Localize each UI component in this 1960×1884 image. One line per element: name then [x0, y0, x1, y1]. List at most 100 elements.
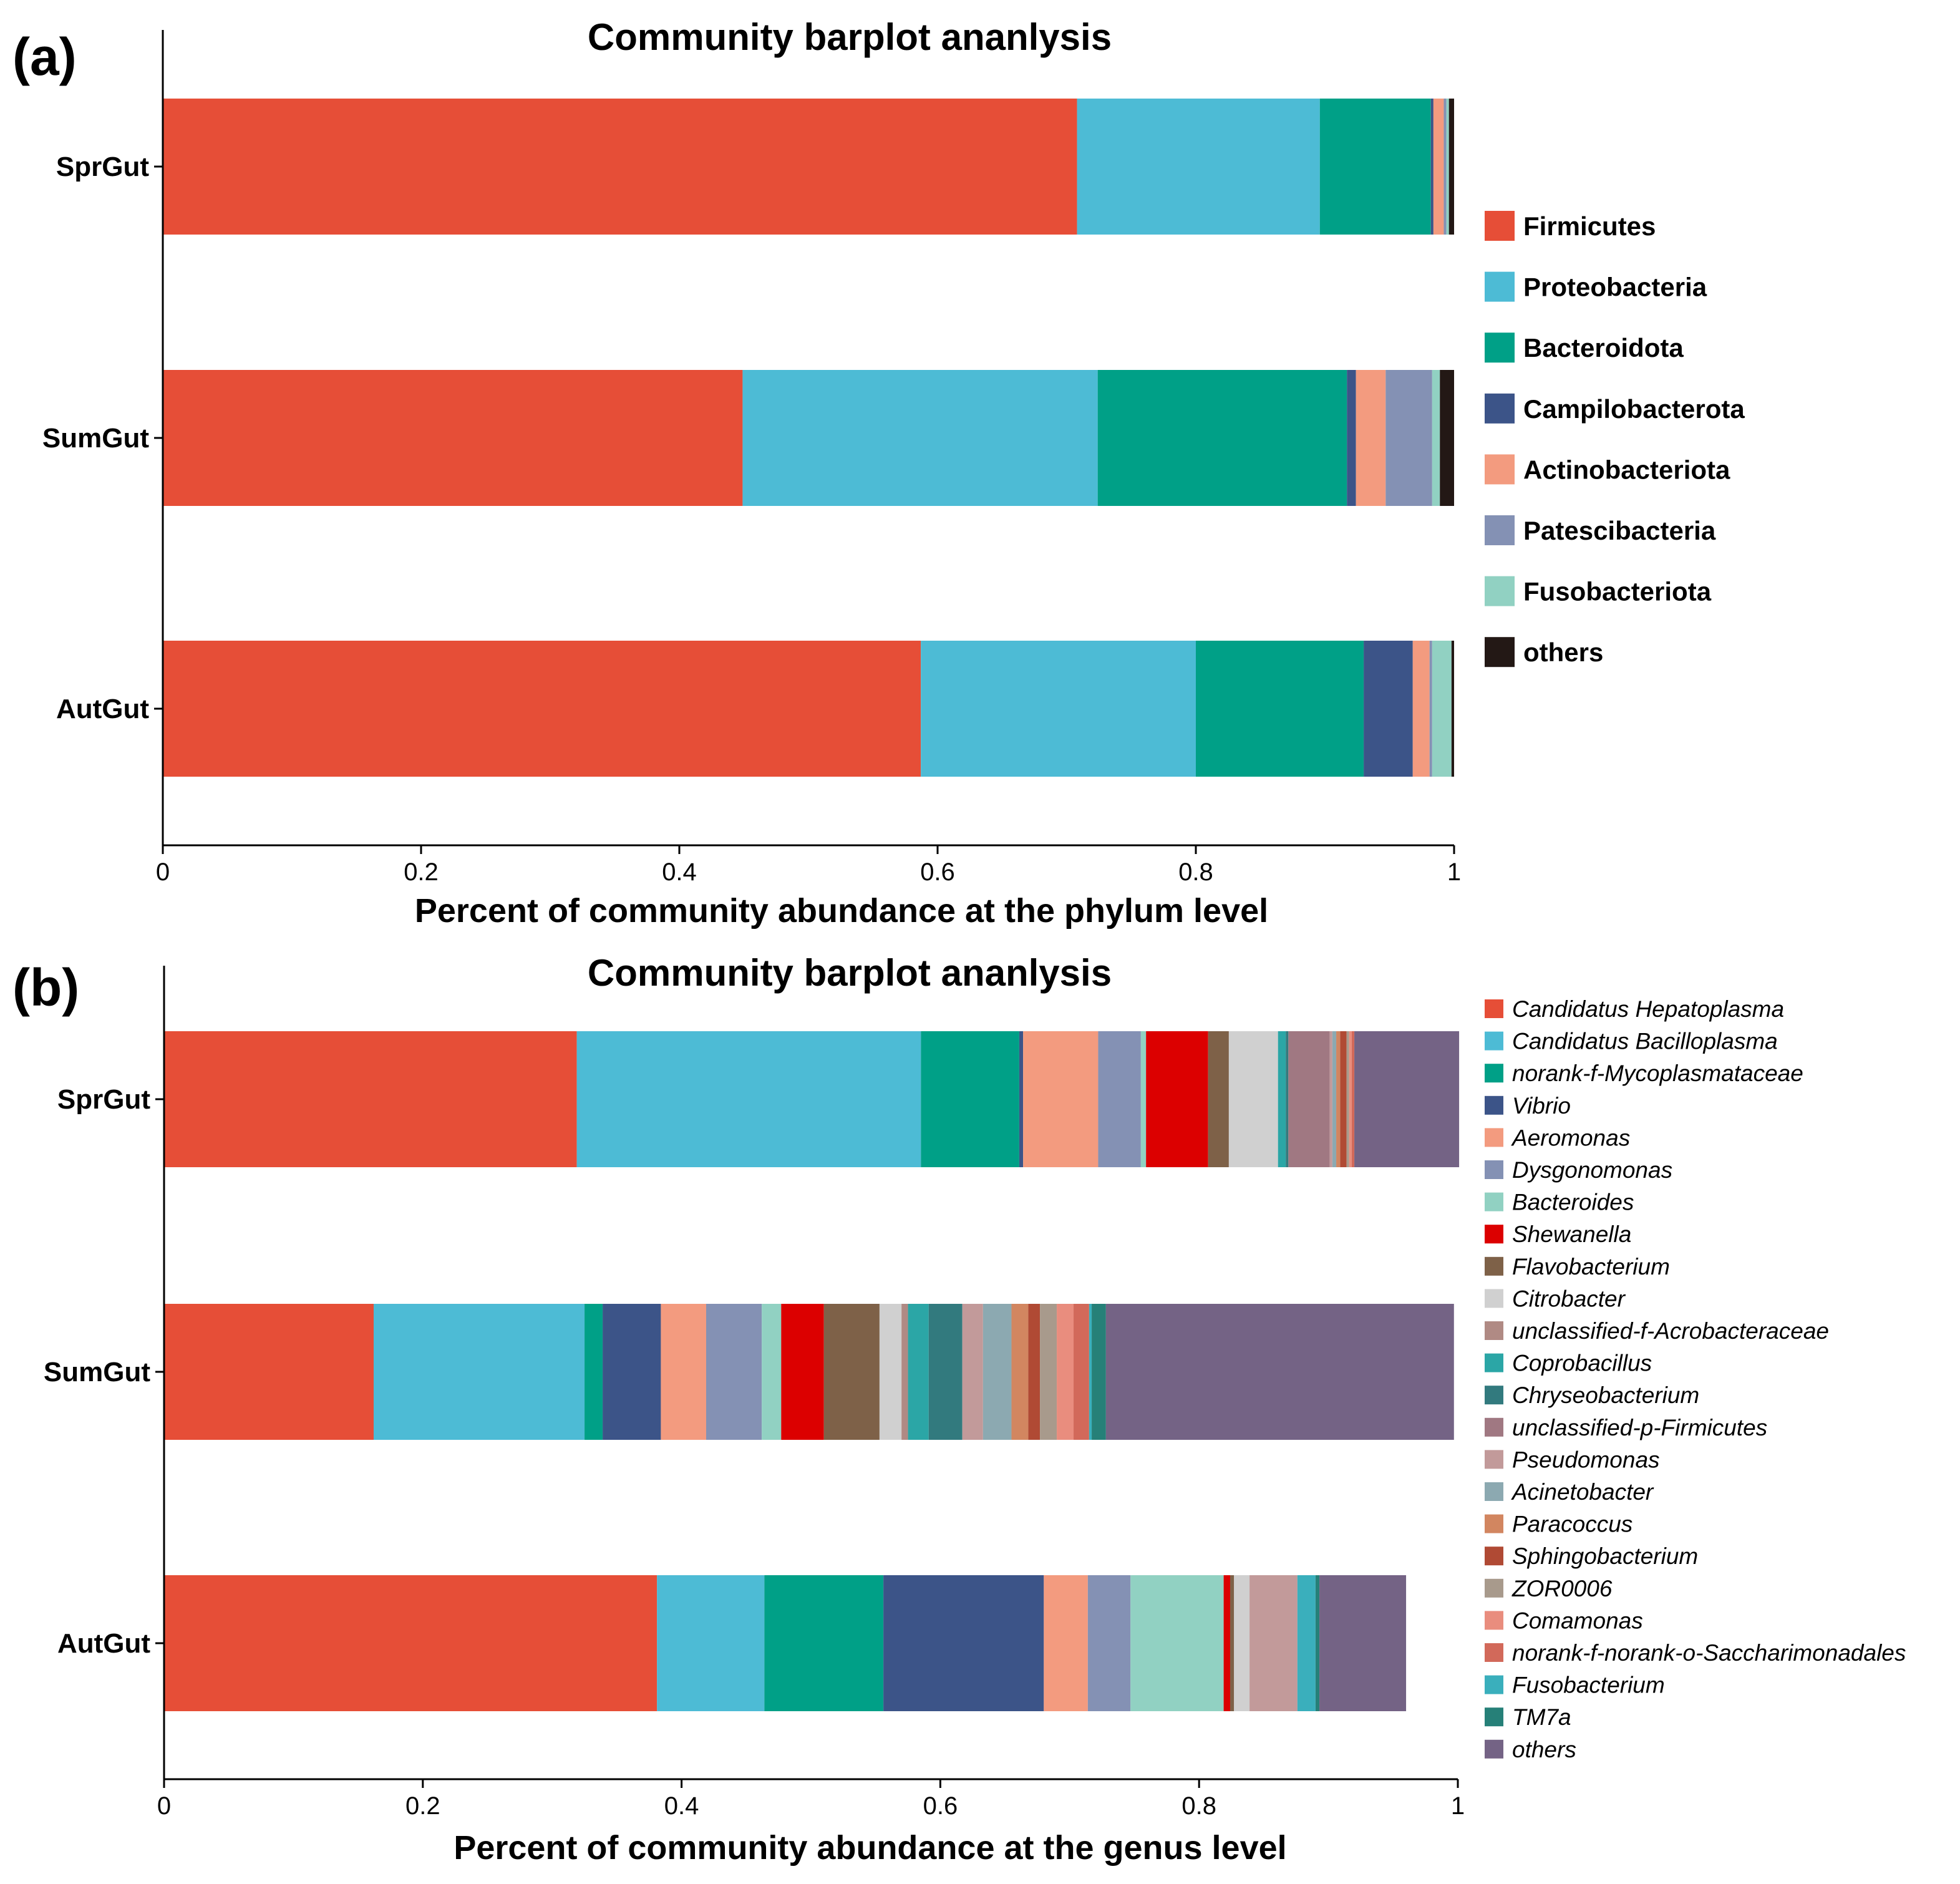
- panel-a-bar-autgut-actinobacteriota: [1412, 641, 1430, 777]
- panel-b-legend-label-unclassified-p-firmicutes: unclassified-p-Firmicutes: [1512, 1415, 1767, 1440]
- panel-b-legend-label-tm7a: TM7a: [1512, 1704, 1571, 1730]
- panel-b-bar-sprgut-candidatus-hepatoplasma: [164, 1031, 577, 1167]
- panel-a-legend-label-firmicutes: Firmicutes: [1523, 211, 1656, 241]
- panel-b-legend-swatch-norank-f-mycoplasmataceae: [1485, 1064, 1503, 1083]
- panel-b-legend-label-dysgonomonas: Dysgonomonas: [1512, 1157, 1672, 1183]
- panel-b-bar-autgut-others: [1319, 1575, 1407, 1711]
- panel-a-legend-swatch-actinobacteriota: [1485, 454, 1515, 485]
- panel-b-bar-sumgut-dysgonomonas: [706, 1304, 762, 1440]
- panel-b-legend-swatch-unclassified-p-firmicutes: [1485, 1417, 1503, 1437]
- panel-a-legend-label-fusobacteriota: Fusobacteriota: [1523, 577, 1712, 606]
- panel-a-bar-autgut-bacteroidota: [1196, 641, 1364, 777]
- panel-a-bar-autgut-proteobacteria: [921, 641, 1196, 777]
- panel-a-bar-sprgut-patescibacteria: [1443, 99, 1447, 235]
- panel-b-bar-autgut-norank-f-mycoplasmataceae: [764, 1575, 884, 1711]
- panel-a-title: Community barplot ananlysis: [588, 16, 1112, 58]
- panel-b-legend-swatch-others: [1485, 1739, 1503, 1759]
- panel-a-legend-label-bacteroidota: Bacteroidota: [1523, 333, 1684, 362]
- panel-a-legend-swatch-patescibacteria: [1485, 515, 1515, 545]
- panel-b-bar-sumgut-unclassified-f-acrobacteraceae: [901, 1304, 908, 1440]
- panel-a-category-label-sumgut: SumGut: [42, 423, 149, 454]
- panel-b-bar-sumgut-tm7a: [1092, 1304, 1106, 1440]
- panel-b-legend-label-comamonas: Comamonas: [1512, 1608, 1643, 1633]
- panel-a-bar-sprgut-actinobacteriota: [1433, 99, 1444, 235]
- panel-b-legend-swatch-citrobacter: [1485, 1289, 1503, 1308]
- panel-b-bars: [164, 1031, 1460, 1711]
- panel-b-bar-sumgut-citrobacter: [879, 1304, 902, 1440]
- panel-b-bar-sumgut-coprobacillus: [908, 1304, 929, 1440]
- panel-b-legend-swatch-paracoccus: [1485, 1514, 1503, 1533]
- panel-b-bar-autgut-candidatus-bacilloplasma: [657, 1575, 765, 1711]
- panel-a-bar-sprgut-firmicutes: [163, 99, 1077, 235]
- panel-a-x-tick-label: 1: [1447, 858, 1461, 886]
- panel-b-bar-sprgut-bacteroides: [1140, 1031, 1147, 1167]
- panel-a-bar-sprgut-campilobacterota: [1430, 99, 1434, 235]
- panel-b-legend-swatch-acinetobacter: [1485, 1482, 1503, 1501]
- panel-b-legend-swatch-unclassified-f-acrobacteraceae: [1485, 1321, 1503, 1340]
- panel-b-legend-label-bacteroides: Bacteroides: [1512, 1190, 1634, 1215]
- panel-a-bar-sumgut-patescibacteria: [1385, 370, 1432, 506]
- panel-a-legend-swatch-bacteroidota: [1485, 333, 1515, 363]
- panel-a-bar-sumgut-others: [1440, 370, 1454, 506]
- panel-b-bar-autgut-pseudomonas: [1249, 1575, 1298, 1711]
- panel-a-bar-sumgut-bacteroidota: [1097, 370, 1347, 506]
- panel-b-bar-sumgut-pseudomonas: [962, 1304, 983, 1440]
- panel-b-x-axis-label: Percent of community abundance at the ge…: [454, 1829, 1286, 1867]
- panel-b-x-tick-label: 0.8: [1181, 1792, 1216, 1820]
- panel-b-bar-sprgut-unclassified-p-firmicutes: [1288, 1031, 1330, 1167]
- panel-b-chart: Community barplot ananlysis SprGutSumGut…: [44, 952, 1906, 1867]
- panel-b-bar-sprgut-sphingobacterium: [1340, 1031, 1347, 1167]
- panel-b-legend-swatch-flavobacterium: [1485, 1256, 1503, 1276]
- panel-b-bar-sprgut-citrobacter: [1228, 1031, 1278, 1167]
- panel-b-legend-swatch-dysgonomonas: [1485, 1160, 1503, 1179]
- panel-b-bar-sprgut-acinetobacter: [1332, 1031, 1337, 1167]
- panel-b-bar-sumgut-candidatus-bacilloplasma: [373, 1304, 585, 1440]
- panel-b-legend-label-norank-f-norank-o-saccharimonadales: norank-f-norank-o-Saccharimonadales: [1512, 1640, 1906, 1666]
- panel-b-bar-autgut-bacteroides: [1130, 1575, 1224, 1711]
- panel-b-bar-sprgut-shewanella: [1146, 1031, 1208, 1167]
- panel-b-legend-label-citrobacter: Citrobacter: [1512, 1286, 1626, 1311]
- panel-b-x-tick-label: 0.2: [405, 1792, 440, 1820]
- panel-b-x-tick-label: 1: [1451, 1792, 1465, 1820]
- panel-b-bar-sumgut-acinetobacter: [982, 1304, 1012, 1440]
- panel-b-legend-label-coprobacillus: Coprobacillus: [1512, 1351, 1652, 1376]
- panel-b-bar-autgut-dysgonomonas: [1087, 1575, 1131, 1711]
- panel-b-legend-label-pseudomonas: Pseudomonas: [1512, 1447, 1660, 1472]
- panel-b-legend-label-shewanella: Shewanella: [1512, 1221, 1631, 1247]
- panel-a-legend-swatch-firmicutes: [1485, 211, 1515, 241]
- panel-b-bar-sumgut-paracoccus: [1011, 1304, 1029, 1440]
- panel-b-bar-autgut-citrobacter: [1234, 1575, 1250, 1711]
- panel-a-bar-sprgut-others: [1448, 99, 1454, 235]
- panel-b-bar-sprgut-norank-f-mycoplasmataceae: [921, 1031, 1019, 1167]
- panel-b-bar-sumgut-zor0006: [1040, 1304, 1057, 1440]
- panel-b-legend-label-flavobacterium: Flavobacterium: [1512, 1254, 1670, 1279]
- panel-b-legend-swatch-sphingobacterium: [1485, 1547, 1503, 1566]
- panel-b-bar-sprgut-pseudomonas: [1329, 1031, 1332, 1167]
- panel-b-bar-sumgut-flavobacterium: [823, 1304, 880, 1440]
- panel-a-x-tick-label: 0.2: [404, 858, 439, 886]
- panel-b-category-label-sprgut: SprGut: [57, 1084, 150, 1115]
- panel-b-bar-sumgut-others: [1105, 1304, 1454, 1440]
- panel-a-x-tick-label: 0.8: [1178, 858, 1213, 886]
- panel-a-legend-label-campilobacterota: Campilobacterota: [1523, 394, 1745, 424]
- panel-a-bar-sumgut-campilobacterota: [1347, 370, 1356, 506]
- panel-a-bar-sumgut-actinobacteriota: [1356, 370, 1386, 506]
- panel-b-legend-swatch-pseudomonas: [1485, 1450, 1503, 1469]
- panel-b-bar-sumgut-vibrio: [603, 1304, 661, 1440]
- panel-a-bar-sumgut-fusobacteriota: [1432, 370, 1440, 506]
- panel-b-tag: (b): [12, 958, 79, 1017]
- panel-a-tag: (a): [12, 27, 77, 86]
- panel-b-bar-sumgut-shewanella: [781, 1304, 824, 1440]
- panel-b-legend-label-chryseobacterium: Chryseobacterium: [1512, 1382, 1699, 1408]
- panel-b-bar-sprgut-zor0006: [1346, 1031, 1349, 1167]
- panel-a-legend-label-proteobacteria: Proteobacteria: [1523, 273, 1707, 302]
- panel-b-bar-sumgut-aeromonas: [661, 1304, 707, 1440]
- panel-b-bar-sprgut-chryseobacterium: [1286, 1031, 1289, 1167]
- panel-b-legend-label-candidatus-bacilloplasma: Candidatus Bacilloplasma: [1512, 1029, 1778, 1054]
- panel-b-legend-swatch-comamonas: [1485, 1611, 1503, 1630]
- panel-b-x-tick-label: 0.4: [664, 1792, 699, 1820]
- panel-a-bar-sprgut-proteobacteria: [1077, 99, 1320, 235]
- panel-b-legend-swatch-shewanella: [1485, 1225, 1503, 1244]
- panel-b-legend-label-sphingobacterium: Sphingobacterium: [1512, 1543, 1698, 1569]
- panel-b-bar-sumgut-chryseobacterium: [928, 1304, 963, 1440]
